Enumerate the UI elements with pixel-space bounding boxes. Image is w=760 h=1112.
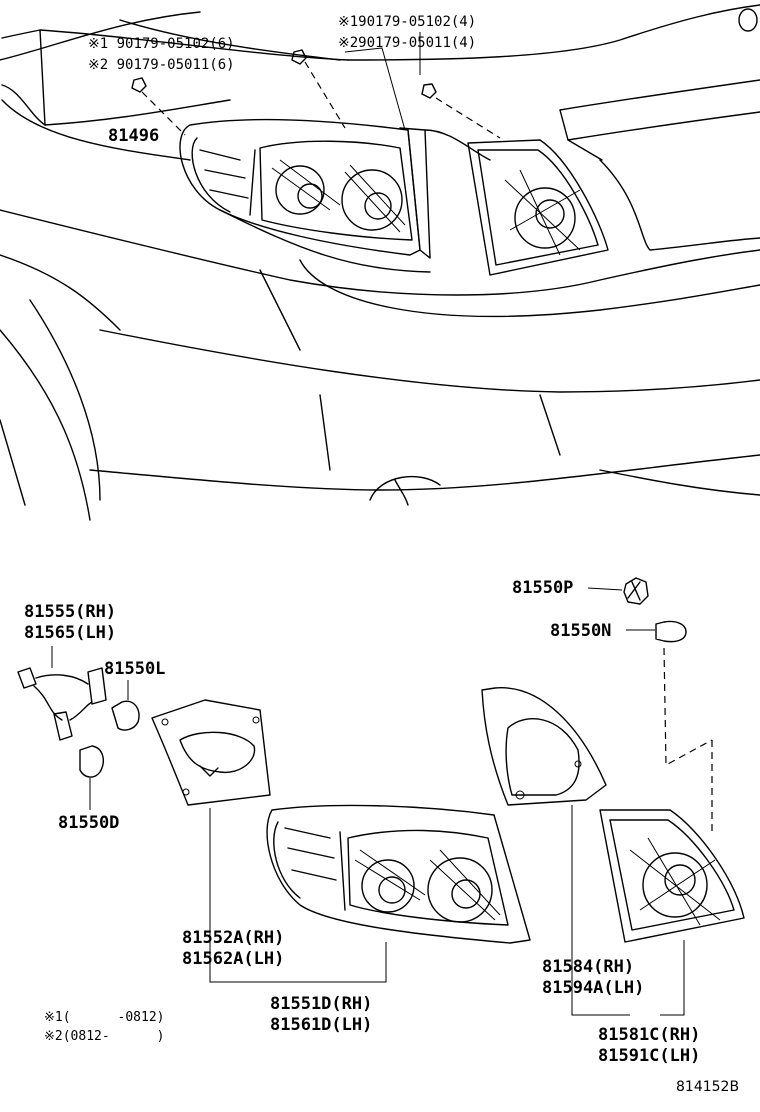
fastener-left-label-1: ※1 90179-05102(6) (88, 36, 235, 52)
part-label-81562A: 81562A(LH) (182, 949, 285, 969)
part-label-81550P: 81550P (512, 578, 574, 598)
part-label-81594A: 81594A(LH) (542, 978, 645, 998)
socket-wire-81555 (17, 646, 107, 741)
part-label-81581C: 81581C(RH) (598, 1025, 701, 1045)
socket-81550P (587, 577, 649, 605)
note-2-mark: ※2 (44, 1029, 63, 1044)
part-label-81550D: 81550D (58, 813, 120, 833)
bulb-81550L (111, 680, 140, 731)
part-label-81591C: 81591C(LH) (598, 1046, 701, 1066)
top-fasteners (131, 32, 501, 139)
note-1: ※1( -0812) (44, 1008, 164, 1028)
part-label-81496: 81496 (108, 126, 160, 146)
lamp-81581C (599, 809, 745, 1016)
bulb-81550N (626, 620, 713, 835)
part-label-81550L: 81550L (104, 659, 166, 679)
part-label-81561D: 81561D(LH) (270, 1015, 373, 1035)
lamp-81551D (266, 804, 531, 944)
vehicle-rear-body (0, 4, 760, 521)
part-label-81551D: 81551D(RH) (270, 994, 373, 1014)
fastener-right-label-1: ※190179-05102(4) (338, 14, 477, 30)
part-label-81550N: 81550N (550, 621, 612, 641)
gasket-81584 (481, 687, 630, 1016)
part-label-81584: 81584(RH) (542, 957, 635, 977)
part-label-81552A: 81552A(RH) (182, 928, 285, 948)
note-1-text: ( -0812) (62, 1010, 165, 1025)
top-trunk-lamp (467, 139, 609, 276)
part-label-81565: 81565(LH) (24, 623, 117, 643)
fastener-right-label-2: ※290179-05011(4) (338, 35, 477, 51)
note-2-text: (0812- ) (62, 1029, 165, 1044)
bulb-81550D (79, 745, 104, 810)
fastener-left-label-2: ※2 90179-05011(6) (88, 57, 235, 73)
gasket-81552A (151, 699, 387, 983)
diagram-code: 814152B (676, 1079, 740, 1095)
top-left-tail-lamp (179, 118, 491, 259)
part-label-81555: 81555(RH) (24, 602, 117, 622)
note-1-mark: ※1 (44, 1010, 63, 1025)
note-2: ※2(0812- ) (44, 1027, 164, 1047)
